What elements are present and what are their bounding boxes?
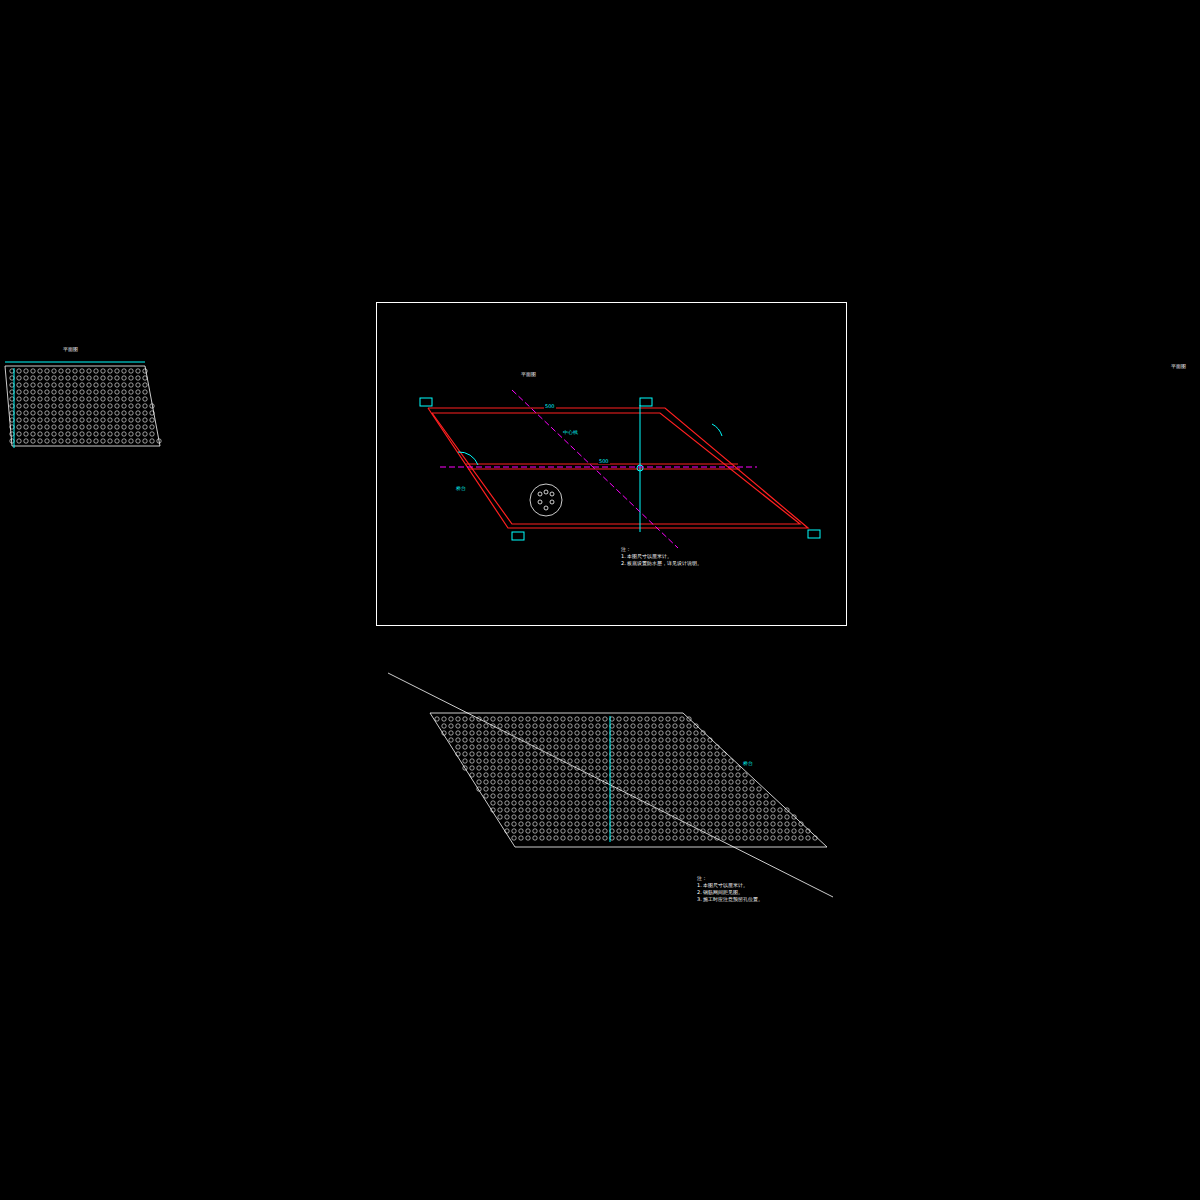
- drawing-label: 1. 本图尺寸以厘米计。: [620, 554, 673, 559]
- drawing-label: 注：: [620, 547, 632, 552]
- dimension-lines: [5, 362, 610, 842]
- drawing-label: 2. 板底设置防水层，详见设计说明。: [620, 561, 703, 566]
- sheet-frame: [377, 303, 847, 626]
- drawing-label: 平面图: [62, 347, 79, 352]
- rebar-grid: [430, 713, 827, 847]
- drawing-label: 3. 施工时应注意预留孔位置。: [696, 897, 764, 902]
- drawing-label: 500: [544, 404, 556, 409]
- drawing-label: 桥台: [455, 486, 467, 491]
- drawing-label: 注：: [696, 876, 708, 881]
- center-lines: [440, 390, 757, 548]
- drawing-label: 平面图: [520, 372, 537, 377]
- drawing-label: 平面图: [1170, 364, 1187, 369]
- cut-line: [388, 673, 833, 897]
- drawing-label: 1. 本图尺寸以厘米计。: [696, 883, 749, 888]
- drawing-label: 桥台: [742, 761, 754, 766]
- drawing-label: 500: [598, 459, 610, 464]
- hole-detail: [530, 484, 562, 516]
- dimension-lines: [420, 398, 820, 540]
- slab-outline: [428, 408, 808, 528]
- rebar-grid: [5, 366, 161, 446]
- drawing-label: 中心线: [562, 430, 579, 435]
- drawing-label: 2. 钢筋网间距见图。: [696, 890, 744, 895]
